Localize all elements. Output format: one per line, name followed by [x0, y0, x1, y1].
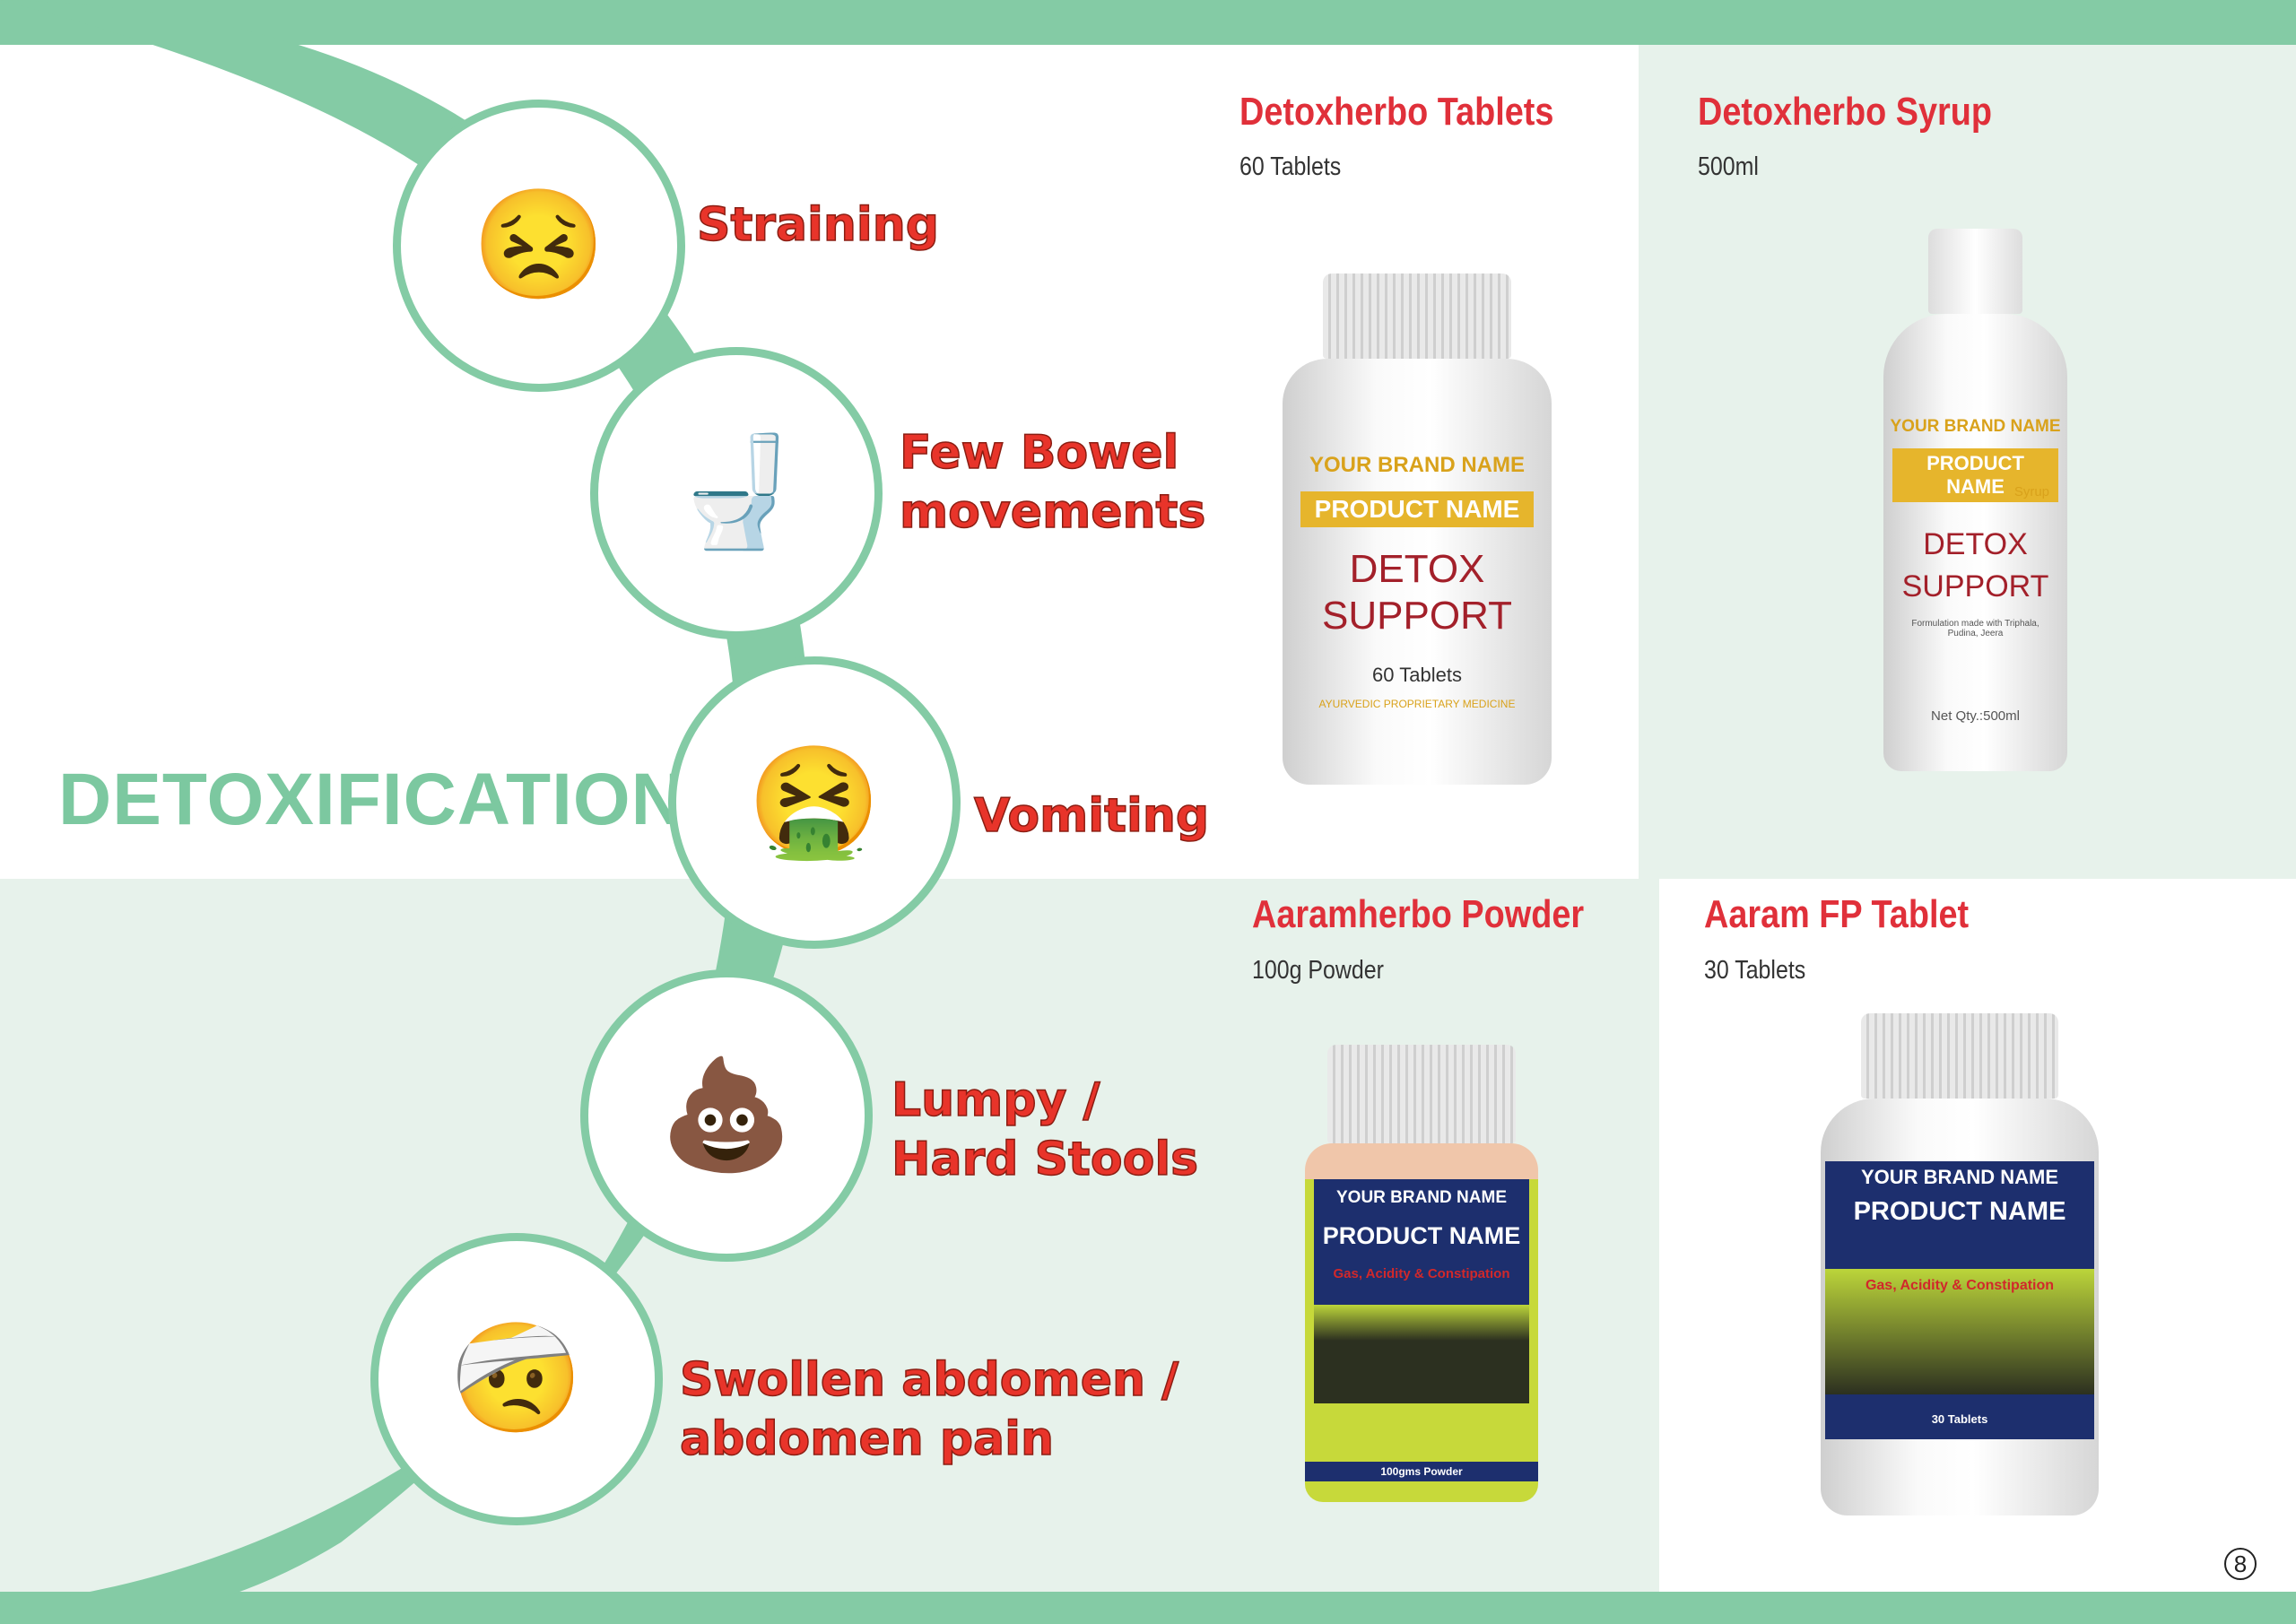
label-desc: Gas, Acidity & Constipation [1333, 1266, 1510, 1281]
product-title: Aaramherbo Powder [1252, 892, 1585, 936]
product-title: Aaram FP Tablet [1704, 892, 1970, 936]
label-product: PRODUCT NAME [1322, 1222, 1521, 1249]
label-desc: Gas, Acidity & Constipation [1865, 1278, 2055, 1293]
symptom-swollen-abdomen: Swollen abdomen /abdomen pain [679, 1350, 1179, 1469]
symptom-lumpy-stools: Lumpy /Hard Stools [891, 1071, 1199, 1189]
label-product: PRODUCT NAME [1300, 491, 1534, 527]
bottom-band [0, 1592, 2296, 1624]
label-line: DETOX [1349, 547, 1485, 591]
symptom-line: Vomiting [973, 788, 1210, 844]
symptom-line: Swollen abdomen / [679, 1352, 1179, 1408]
label-brand: YOUR BRAND NAME [1336, 1188, 1507, 1207]
stool-icon: 💩 [580, 969, 873, 1262]
vomiting-woman-icon: 🤮 [668, 656, 961, 949]
label-line: SUPPORT [1901, 569, 2049, 604]
symptom-line: Few Bowel [899, 425, 1179, 481]
top-band [0, 0, 2296, 45]
detox-syrup-bottle: YOUR BRAND NAME PRODUCT NAME Syrup DETOX… [1883, 229, 2067, 771]
label-product: PRODUCT NAME [1892, 448, 2058, 502]
label-count: 60 Tablets [1372, 664, 1462, 686]
toilet-emoji-icon: 🚽 [590, 347, 883, 639]
product-title: Detoxherbo Tablets [1239, 90, 1554, 134]
label-qty: Net Qty.:500ml [1931, 708, 2020, 724]
label-footer: AYURVEDIC PROPRIETARY MEDICINE [1318, 698, 1516, 710]
product-size: 100g Powder [1252, 956, 1384, 985]
abdomen-pain-man-icon: 🤕 [370, 1233, 663, 1525]
product-size: 60 Tablets [1239, 152, 1342, 181]
label-line: SUPPORT [1322, 594, 1512, 638]
symptom-line: Straining [696, 197, 939, 253]
product-size: 30 Tablets [1704, 956, 1806, 985]
label-footer: 100gms Powder [1305, 1462, 1538, 1481]
label-brand: YOUR BRAND NAME [1890, 417, 2061, 436]
symptom-line: movements [899, 484, 1206, 540]
label-footer: 30 Tablets [1931, 1412, 1988, 1426]
label-desc: Formulation made with Triphala, Pudina, … [1911, 619, 2039, 638]
product-title: Detoxherbo Syrup [1698, 90, 1992, 134]
page-number: 8 [2224, 1548, 2257, 1580]
straining-emoji-icon: 😣 [393, 100, 685, 392]
symptom-straining: Straining [696, 195, 939, 255]
symptom-vomiting: Vomiting [973, 786, 1210, 846]
label-product: PRODUCT NAME [1853, 1197, 2066, 1226]
label-line: DETOX [1923, 527, 2028, 561]
symptom-line: Lumpy / [891, 1073, 1100, 1128]
detox-tablets-bottle: YOUR BRAND NAME PRODUCT NAME DETOX SUPPO… [1283, 274, 1552, 785]
aaramherbo-powder-jar: YOUR BRAND NAME PRODUCT NAME Gas, Acidit… [1305, 1045, 1538, 1502]
symptom-line: abdomen pain [679, 1411, 1055, 1467]
aaram-fp-tablet-bottle: YOUR BRAND NAME PRODUCT NAME Gas, Acidit… [1821, 1013, 2099, 1515]
page-headline: DETOXIFICATION [58, 759, 685, 840]
label-sub: Syrup [2013, 484, 2049, 499]
product-size: 500ml [1698, 152, 1759, 181]
label-brand: YOUR BRAND NAME [1309, 453, 1525, 477]
label-brand: YOUR BRAND NAME [1861, 1166, 2058, 1188]
symptom-line: Hard Stools [891, 1132, 1199, 1187]
